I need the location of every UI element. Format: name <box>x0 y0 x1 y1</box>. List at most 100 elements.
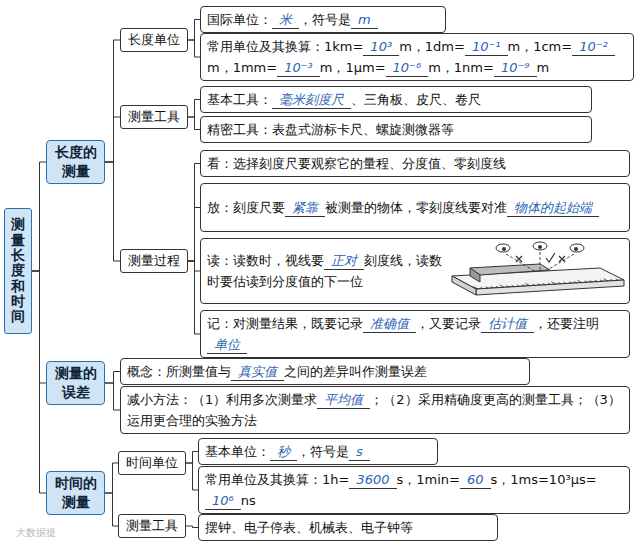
content-box: 基本单位：秒，符号是s <box>198 438 438 465</box>
ruler-edge <box>476 280 624 295</box>
answer-text: 估计值 <box>481 315 534 333</box>
text-holder: 时间单位 <box>123 454 181 472</box>
text-holder: 测量长度和时间 <box>11 217 25 325</box>
answer-text: m <box>351 11 378 29</box>
box-text: ，还要注明 <box>534 316 599 331</box>
text-holder: 概念：所测量值与真实值之间的差异叫作测量误差 <box>127 361 523 382</box>
ruler-top <box>452 268 624 289</box>
answer-text: 平均值 <box>317 391 370 409</box>
topic-box: 时间的测量 <box>46 471 105 515</box>
ruler-ticks <box>474 279 619 289</box>
box-text: 常用单位及其换算：1km= <box>207 39 363 54</box>
content-box: 国际单位：米，符号是m <box>200 6 446 33</box>
text-holder: 测量工具 <box>123 517 181 535</box>
box-text: m，1dm= <box>399 39 465 54</box>
content-box: 读：读数时，视线要正对刻度线，读数时要估读到分度值的下一位 <box>200 238 630 304</box>
eye <box>570 244 584 252</box>
text-holder: 测量的误差 <box>54 364 97 402</box>
branch-line <box>188 261 200 271</box>
ruler-tick <box>611 279 614 281</box>
sight-line <box>506 254 536 272</box>
box-text: 国际单位： <box>207 12 272 27</box>
object-side <box>470 268 480 282</box>
branch-line <box>188 208 200 262</box>
answer-text: 10⁶ <box>205 492 241 510</box>
ruler-tick <box>569 282 572 284</box>
box-text: m，1cm= <box>508 39 573 54</box>
measured-object <box>470 264 550 282</box>
branch-line <box>32 271 46 493</box>
branch-line <box>188 40 200 57</box>
content-box: 放：刻度尺要紧靠被测量的物体，零刻度线要对准物体的起始端 <box>200 183 630 232</box>
branch-line <box>188 100 200 118</box>
answer-text: 准确值 <box>363 315 416 333</box>
content-box: 精密工具：表盘式游标卡尺、螺旋测微器等 <box>200 116 592 143</box>
branch-line <box>105 40 120 162</box>
branch-line <box>105 463 118 493</box>
branch-line <box>186 452 198 464</box>
content-box: 摆钟、电子停表、机械表、电子钟等 <box>198 514 498 541</box>
branch-line <box>105 162 120 261</box>
box-text: 时间单位 <box>126 455 178 470</box>
answer-text: 正对 <box>324 252 364 270</box>
answer-text: 10³ <box>363 38 399 56</box>
eye <box>496 244 510 252</box>
box-text: 被测量的物体，零刻度线要对准 <box>325 200 507 215</box>
box-text: ，符号是 <box>299 12 351 27</box>
ruler-tick <box>548 283 551 285</box>
box-text: 常用单位及其换算：1h= <box>205 472 349 487</box>
text-holder: 读：读数时，视线要正对刻度线，读数时要估读到分度值的下一位 <box>207 250 447 292</box>
text-holder: 摆钟、电子停表、机械表、电子钟等 <box>205 517 491 538</box>
box-text: s，1ms=10³μs= <box>491 472 597 487</box>
box-text: 测量过程 <box>128 253 180 268</box>
answer-text: 毫米刻度尺 <box>272 91 351 109</box>
box-text: 之间的差异叫作测量误差 <box>284 364 427 379</box>
box-text: 读：读数时，视线要 <box>207 253 324 268</box>
content-box: 减小方法：（1）利用多次测量求平均值；（2）采用精确度更高的测量工具；（3）运用… <box>120 386 630 434</box>
ruler-tick <box>574 282 577 284</box>
box-text: 测量的误差 <box>55 365 97 400</box>
ruler-tick <box>585 281 588 283</box>
ruler-tick <box>496 286 499 288</box>
ruler-tick <box>533 284 536 286</box>
branch-line <box>105 383 120 410</box>
branch-line <box>186 463 198 490</box>
ruler-tick <box>552 282 557 285</box>
subtopic-box: 测量工具 <box>120 105 188 129</box>
text-holder: 国际单位：米，符号是m <box>207 9 439 30</box>
box-text: s，1min= <box>397 472 460 487</box>
answer-text: 10⁻¹ <box>465 38 508 56</box>
root-box: 测量长度和时间 <box>4 208 32 334</box>
text-holder: 精密工具：表盘式游标卡尺、螺旋测微器等 <box>207 119 585 140</box>
eye-pupil <box>502 247 506 251</box>
text-holder: 放：刻度尺要紧靠被测量的物体，零刻度线要对准物体的起始端 <box>207 197 623 218</box>
box-text: ，又要记录 <box>416 316 481 331</box>
box-text: 时间的测量 <box>55 475 97 510</box>
text-holder: 减小方法：（1）利用多次测量求平均值；（2）采用精确度更高的测量工具；（3）运用… <box>127 389 623 431</box>
subtopic-box: 时间单位 <box>118 451 186 475</box>
sight-line <box>544 254 574 272</box>
branch-line <box>188 261 200 334</box>
content-box: 常用单位及其换算：1h=3600s，1min=60s，1ms=10³μs=10⁶… <box>198 466 630 514</box>
ruler-tick <box>507 286 510 288</box>
box-text: m，1μm= <box>320 60 386 75</box>
ruler-tick <box>578 280 583 283</box>
ruler-tick <box>590 281 593 283</box>
ruler-tick <box>500 285 505 288</box>
branch-line <box>105 117 120 162</box>
box-text: 测量长度和时间 <box>11 216 25 324</box>
answer-text: 物体的起始端 <box>507 199 599 217</box>
content-box: 常用单位及其换算：1km=10³m，1dm=10⁻¹m，1cm=10⁻²m，1m… <box>200 33 634 81</box>
ruler-tick <box>491 287 494 289</box>
text-holder: 基本工具：毫米刻度尺、三角板、皮尺、卷尺 <box>207 89 585 110</box>
subtopic-box: 测量过程 <box>120 249 188 273</box>
eye-pupil <box>538 245 542 249</box>
box-text: ，符号是 <box>297 444 349 459</box>
box-text: 放：刻度尺要 <box>207 200 285 215</box>
object-top <box>470 264 550 275</box>
sight-lines <box>506 252 574 272</box>
box-text: 摆钟、电子停表、机械表、电子钟等 <box>205 520 413 535</box>
sight-line <box>540 252 541 272</box>
branch-line <box>188 20 200 41</box>
